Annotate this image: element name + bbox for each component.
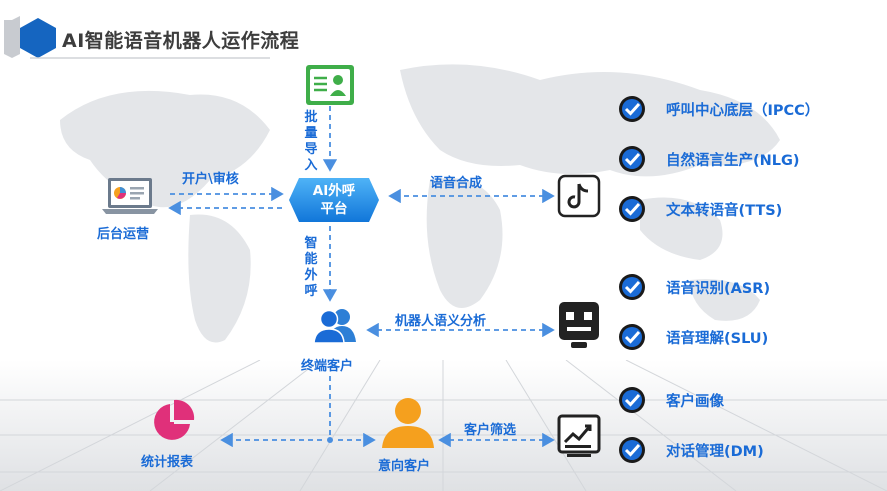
hexagon-icon bbox=[4, 16, 270, 59]
feature-label: 文本转语音(TTS) bbox=[666, 203, 783, 219]
tts-edge-label: 语音合成 bbox=[430, 176, 483, 191]
check-circle-icon bbox=[619, 146, 645, 172]
check-circle-icon bbox=[619, 387, 645, 413]
intent-customer-label: 意向客户 bbox=[378, 459, 431, 474]
feature-label: 语音识别(ASR) bbox=[666, 281, 771, 297]
check-circle-icon bbox=[619, 437, 645, 463]
terminal-customer-label: 终端客户 bbox=[301, 359, 354, 374]
feature-label: 自然语言生产(NLG) bbox=[666, 153, 800, 169]
feature-label: 呼叫中心底层（IPCC） bbox=[666, 103, 820, 119]
feature-label: 语音理解(SLU) bbox=[666, 331, 769, 347]
pie-chart-icon bbox=[154, 399, 195, 440]
robot-icon bbox=[559, 302, 599, 348]
users-icon bbox=[313, 309, 356, 344]
semantic-analysis-label: 机器人语义分析 bbox=[395, 314, 487, 329]
filter-edge-label: 客户筛选 bbox=[464, 423, 517, 438]
customer-avatar-icon bbox=[382, 398, 434, 448]
music-note-icon bbox=[557, 174, 601, 218]
platform-hexagon-shape bbox=[289, 178, 379, 222]
backend-label: 后台运营 bbox=[97, 227, 150, 242]
title-banner: AI智能语音机器人运作流程 bbox=[0, 14, 300, 59]
batch-import-label: 批 量 导 入 bbox=[304, 110, 318, 173]
page-title: AI智能语音机器人运作流程 bbox=[62, 30, 300, 52]
laptop-icon bbox=[102, 178, 158, 214]
id-card-icon bbox=[306, 65, 354, 105]
floor-grid-background bbox=[0, 360, 887, 491]
platform-label-line2: 平台 bbox=[320, 201, 348, 217]
check-circle-icon bbox=[619, 196, 645, 222]
smart-call-label: 智 能 外 呼 bbox=[304, 236, 318, 299]
report-label: 统计报表 bbox=[141, 455, 194, 470]
trend-chart-icon bbox=[557, 414, 601, 457]
check-circle-icon bbox=[619, 274, 645, 300]
check-circle-icon bbox=[619, 324, 645, 350]
platform-label-line1: AI外呼 bbox=[312, 183, 356, 199]
ai-call-platform: AI外呼 平台 bbox=[289, 178, 379, 222]
feature-label: 客户画像 bbox=[666, 394, 724, 410]
check-circle-icon bbox=[619, 96, 645, 122]
open-review-label: 开户\审核 bbox=[182, 172, 239, 187]
feature-label: 对话管理(DM) bbox=[666, 444, 764, 460]
